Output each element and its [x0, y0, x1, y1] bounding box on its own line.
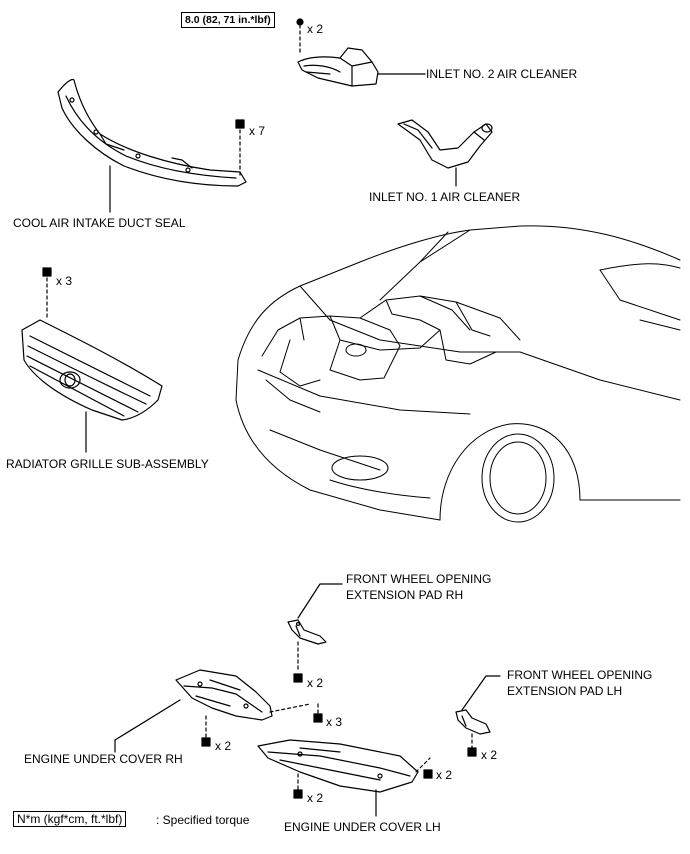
pad-lh-label-line2: EXTENSION PAD LH [507, 684, 623, 698]
duct-seal-clip-quantity: x 7 [249, 124, 266, 138]
center-clip-quantity: x 3 [326, 715, 343, 729]
inlet-no2-air-cleaner-part [296, 18, 426, 87]
vehicle-front-outline [235, 225, 681, 523]
grille-bolt-quantity: x 3 [56, 274, 73, 288]
cool-air-duct-seal-label: COOL AIR INTAKE DUCT SEAL [13, 216, 186, 230]
radiator-grille-part [21, 267, 163, 453]
pad-lh-label-line1: FRONT WHEEL OPENING [507, 668, 653, 682]
engine-cover-lh-label: ENGINE UNDER COVER LH [284, 820, 441, 834]
cool-air-intake-duct-seal-part [57, 78, 247, 213]
pad-lh-screw-quantity: x 2 [481, 748, 498, 762]
torque-legend-text: : Specified torque [156, 813, 250, 827]
cover-lh-side-clip-quantity: x 2 [436, 768, 453, 782]
pad-rh-screw-quantity: x 2 [307, 676, 324, 690]
torque-legend-unit: N*m (kgf*cm, ft.*lbf) [13, 811, 127, 827]
pad-rh-label-line1: FRONT WHEEL OPENING [346, 572, 492, 586]
inlet-no1-label: INLET NO. 1 AIR CLEANER [369, 190, 521, 204]
cover-rh-clip-quantity: x 2 [215, 739, 232, 753]
inlet-no2-clip-quantity: x 2 [307, 22, 324, 36]
pad-rh-label-line2: EXTENSION PAD RH [346, 588, 464, 602]
inlet-no2-label: INLET NO. 2 AIR CLEANER [426, 67, 578, 81]
radiator-grille-label: RADIATOR GRILLE SUB-ASSEMBLY [6, 457, 209, 471]
front-wheel-opening-pad-rh-part [287, 583, 343, 683]
inlet-no1-air-cleaner-part [397, 119, 493, 187]
torque-specification: 8.0 (82, 71 in.*lbf) [181, 12, 275, 28]
engine-under-cover-lh-part [257, 703, 433, 817]
engine-under-cover-rh-part [114, 669, 311, 753]
cover-lh-front-clip-quantity: x 2 [307, 791, 324, 805]
front-wheel-opening-pad-lh-part [455, 675, 501, 757]
engine-cover-rh-label: ENGINE UNDER COVER RH [24, 752, 183, 766]
